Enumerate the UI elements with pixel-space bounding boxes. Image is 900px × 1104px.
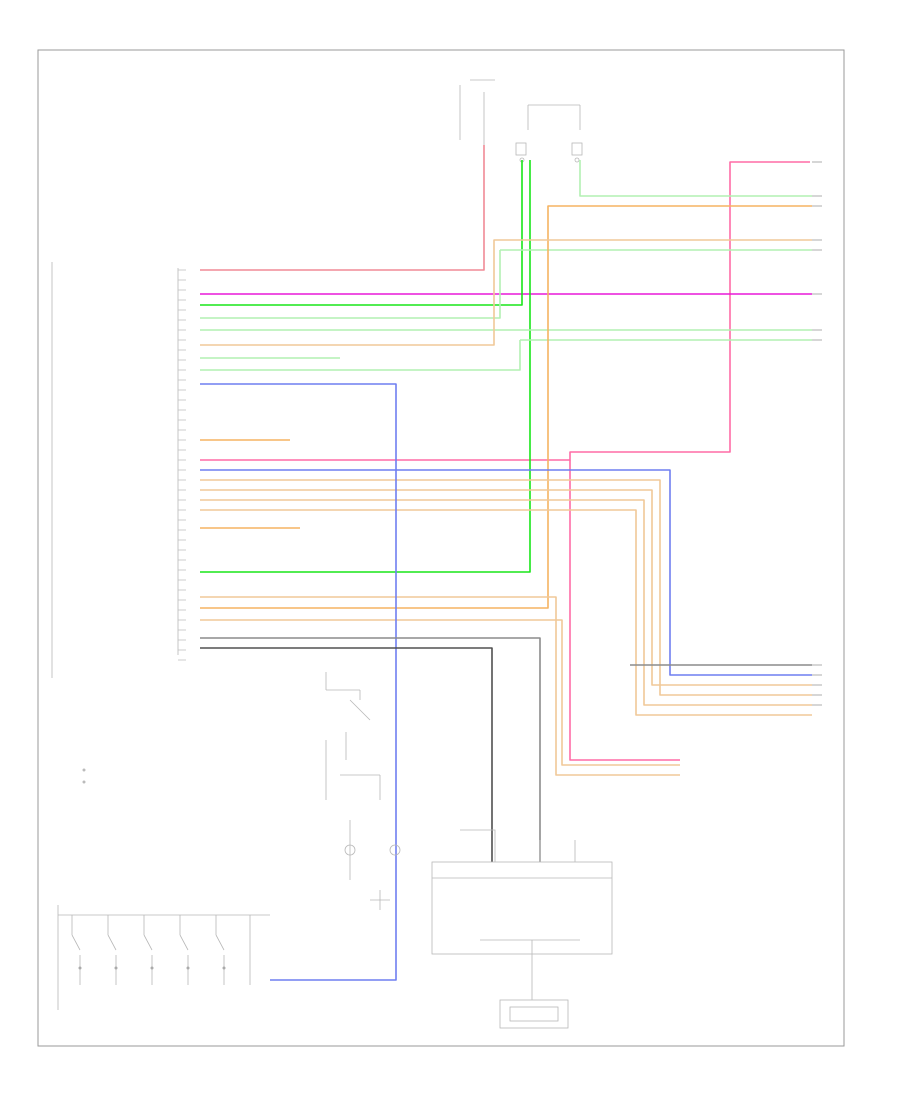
wire-blue-main: [200, 383, 397, 981]
wire-gray-1: [200, 637, 541, 862]
switch-column: [325, 672, 401, 910]
wire-blue-right: [200, 469, 812, 676]
wire-gray-2: [200, 647, 493, 862]
wire-green-drop: [200, 160, 531, 573]
wire-tan-4: [200, 499, 812, 706]
wire-tan-2: [200, 479, 812, 696]
wire-harness: [200, 145, 812, 981]
wire-pink-top: [200, 161, 810, 461]
wire-pink-lower: [569, 460, 680, 761]
fuse-relay-top: [459, 79, 583, 163]
steering-switch: [143, 915, 154, 985]
wire-light-green-2: [200, 249, 812, 319]
wire-green-main: [200, 160, 523, 306]
steering-switch: [215, 915, 226, 985]
wire-tan-3: [200, 489, 812, 686]
wire-light-green-4: [200, 339, 812, 371]
steering-switch: [71, 915, 82, 985]
left-connector-block: [51, 262, 186, 678]
wire-tan-5: [200, 509, 812, 716]
wire-tan-7: [200, 619, 680, 766]
steering-switch: [107, 915, 118, 985]
display-module: [499, 999, 569, 1029]
wire-tan-1: [200, 239, 812, 346]
wire-light-green-1: [579, 160, 812, 197]
right-terminal-group: [812, 161, 822, 706]
notes-area: [82, 768, 86, 784]
wire-red-feed: [200, 145, 485, 271]
wire-tan-6: [200, 596, 680, 776]
control-module: [431, 829, 613, 1000]
left-connector-pins: [178, 269, 186, 661]
wire-orange-1: [200, 205, 812, 609]
steering-switch: [179, 915, 190, 985]
steering-switch-bank: [57, 905, 270, 1010]
diagram-frame: [37, 49, 845, 1047]
